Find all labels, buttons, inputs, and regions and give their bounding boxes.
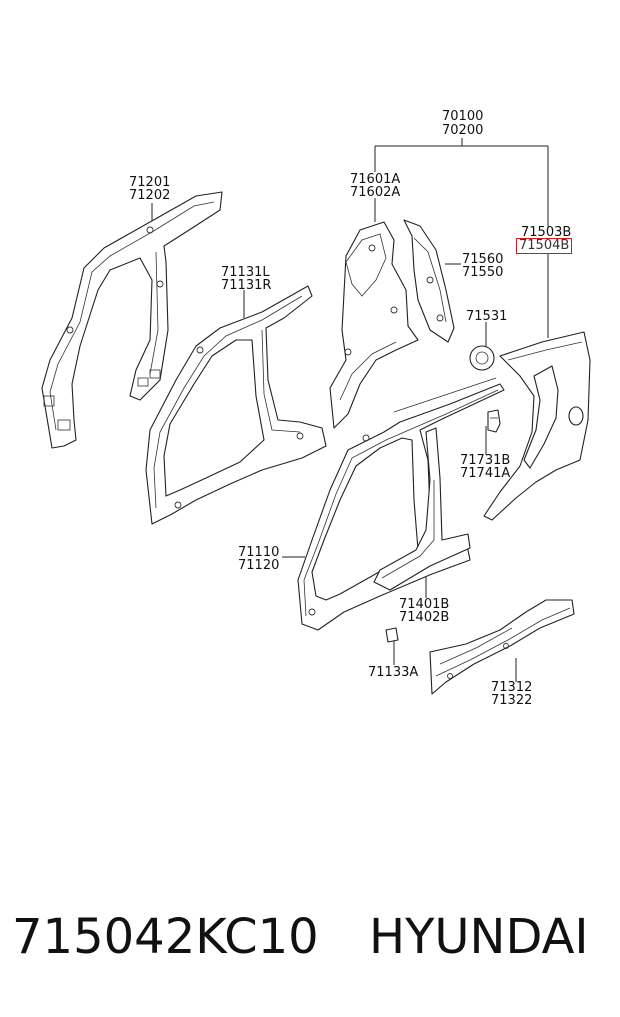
label-71503B: 71503B bbox=[521, 225, 572, 240]
exploded-body-side-drawing bbox=[41, 138, 591, 695]
label-71322: 71322 bbox=[491, 693, 533, 708]
part-info-footer: 715042KC10 HYUNDAI bbox=[0, 905, 620, 975]
label-71560: 71560 bbox=[462, 252, 504, 267]
label-71550: 71550 bbox=[462, 265, 504, 280]
part-side-inner-frame bbox=[145, 285, 327, 525]
label-71402B: 71402B bbox=[399, 610, 450, 625]
label-71131R: 71131R bbox=[221, 278, 272, 293]
label-71312: 71312 bbox=[491, 680, 533, 695]
label-71504B-highlighted[interactable]: 71504B bbox=[516, 238, 573, 254]
part-fuel-filler-housing bbox=[469, 345, 495, 371]
leader-lines bbox=[151, 138, 549, 682]
part-front-pillar bbox=[41, 191, 223, 449]
label-71133A: 71133A bbox=[368, 665, 419, 680]
part-quarter-bracket bbox=[403, 219, 455, 343]
label-71601A: 71601A bbox=[350, 172, 401, 187]
label-71731B: 71731B bbox=[460, 453, 511, 468]
brand-name: HYUNDAI bbox=[369, 909, 589, 965]
label-71531: 71531 bbox=[466, 309, 508, 324]
part-side-outer-panel bbox=[297, 377, 505, 631]
parts-diagram: 70100 70200 71201 71202 71131L 71131R 71… bbox=[41, 109, 591, 708]
label-70100: 70100 bbox=[442, 109, 484, 124]
part-center-pillar bbox=[373, 427, 471, 591]
label-71120: 71120 bbox=[238, 558, 280, 573]
label-71401B: 71401B bbox=[399, 597, 450, 612]
part-side-sill bbox=[429, 599, 575, 695]
part-clip bbox=[487, 409, 501, 433]
label-71110: 71110 bbox=[238, 545, 280, 560]
label-71131L: 71131L bbox=[221, 265, 270, 280]
part-inner-quarter bbox=[329, 221, 419, 429]
part-quarter-outer-panel bbox=[483, 331, 591, 521]
label-71602A: 71602A bbox=[350, 185, 401, 200]
part-number: 715042KC10 bbox=[12, 909, 319, 965]
label-70200: 70200 bbox=[442, 123, 484, 138]
label-71201: 71201 bbox=[129, 175, 171, 190]
part-small-bracket bbox=[385, 627, 399, 643]
label-71202: 71202 bbox=[129, 188, 171, 203]
label-71741A: 71741A bbox=[460, 466, 511, 481]
